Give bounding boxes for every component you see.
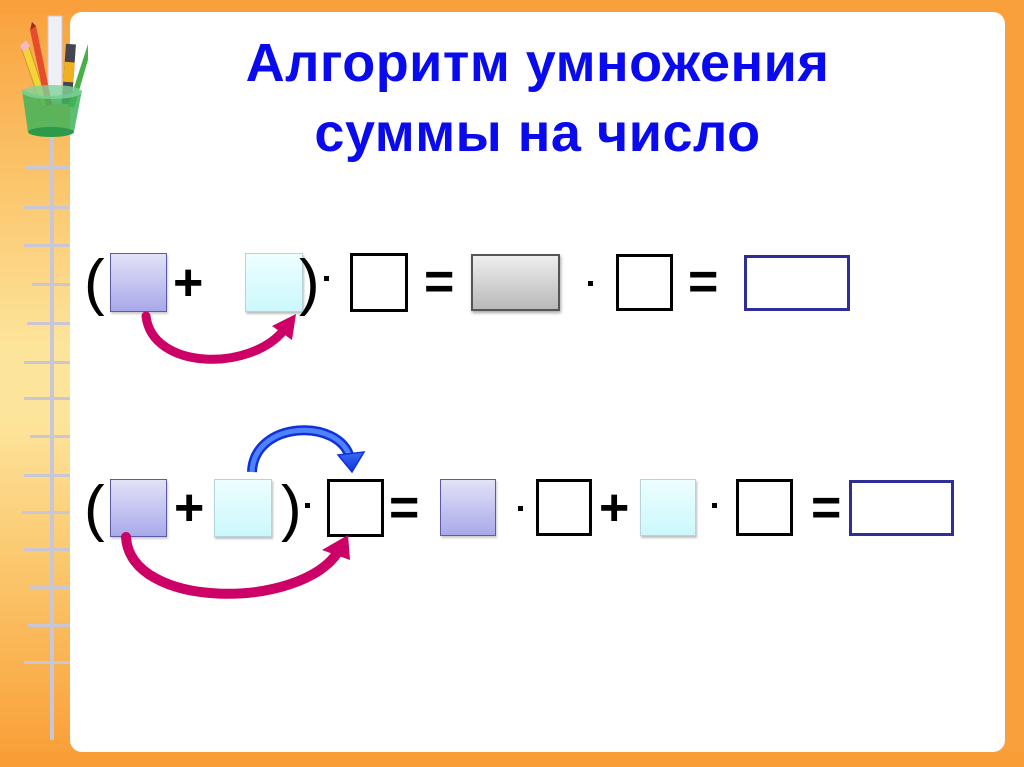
result-box[interactable] — [849, 480, 954, 536]
multiply-dot — [305, 503, 310, 508]
multiply-dot — [324, 276, 329, 281]
addend-2-copy-box[interactable] — [640, 479, 696, 536]
slide-panel — [70, 12, 1005, 752]
multiply-dot — [588, 281, 593, 286]
equals-sign: = — [688, 253, 719, 311]
addend-1-box[interactable] — [110, 479, 167, 537]
arrow-icon — [121, 532, 350, 599]
addend-1-box[interactable] — [110, 253, 167, 312]
addend-2-box[interactable] — [214, 479, 272, 537]
close-paren: ) — [281, 474, 302, 543]
multiplier-box[interactable] — [536, 479, 592, 536]
plus-sign: + — [599, 479, 630, 537]
pencil-cup-icon — [20, 15, 88, 137]
multiply-dot — [518, 506, 523, 511]
arrow-icon — [247, 425, 366, 474]
open-paren: ( — [84, 474, 105, 543]
close-paren: ) — [299, 248, 320, 317]
frame-bottom — [0, 753, 1024, 767]
arrow-icon — [141, 311, 296, 364]
sum-box[interactable] — [471, 254, 560, 311]
frame-right — [1004, 0, 1024, 767]
multiply-dot — [712, 503, 717, 508]
equals-sign: = — [389, 479, 420, 537]
addend-2-box[interactable] — [245, 253, 303, 312]
addend-1-copy-box[interactable] — [440, 479, 496, 536]
equals-sign: = — [424, 253, 455, 311]
multiplier-box[interactable] — [736, 479, 793, 536]
multiplier-box[interactable] — [616, 254, 673, 311]
title-line-2: суммы на число — [314, 103, 761, 163]
plus-sign: + — [173, 254, 204, 312]
multiplier-box[interactable] — [327, 479, 384, 537]
multiplier-box[interactable] — [350, 253, 408, 312]
result-box[interactable] — [744, 255, 850, 311]
plus-sign: + — [174, 479, 205, 537]
open-paren: ( — [84, 248, 105, 317]
title-line-1: Алгоритм умножения — [245, 33, 830, 93]
equals-sign: = — [811, 479, 842, 537]
frame-top — [0, 0, 1024, 14]
